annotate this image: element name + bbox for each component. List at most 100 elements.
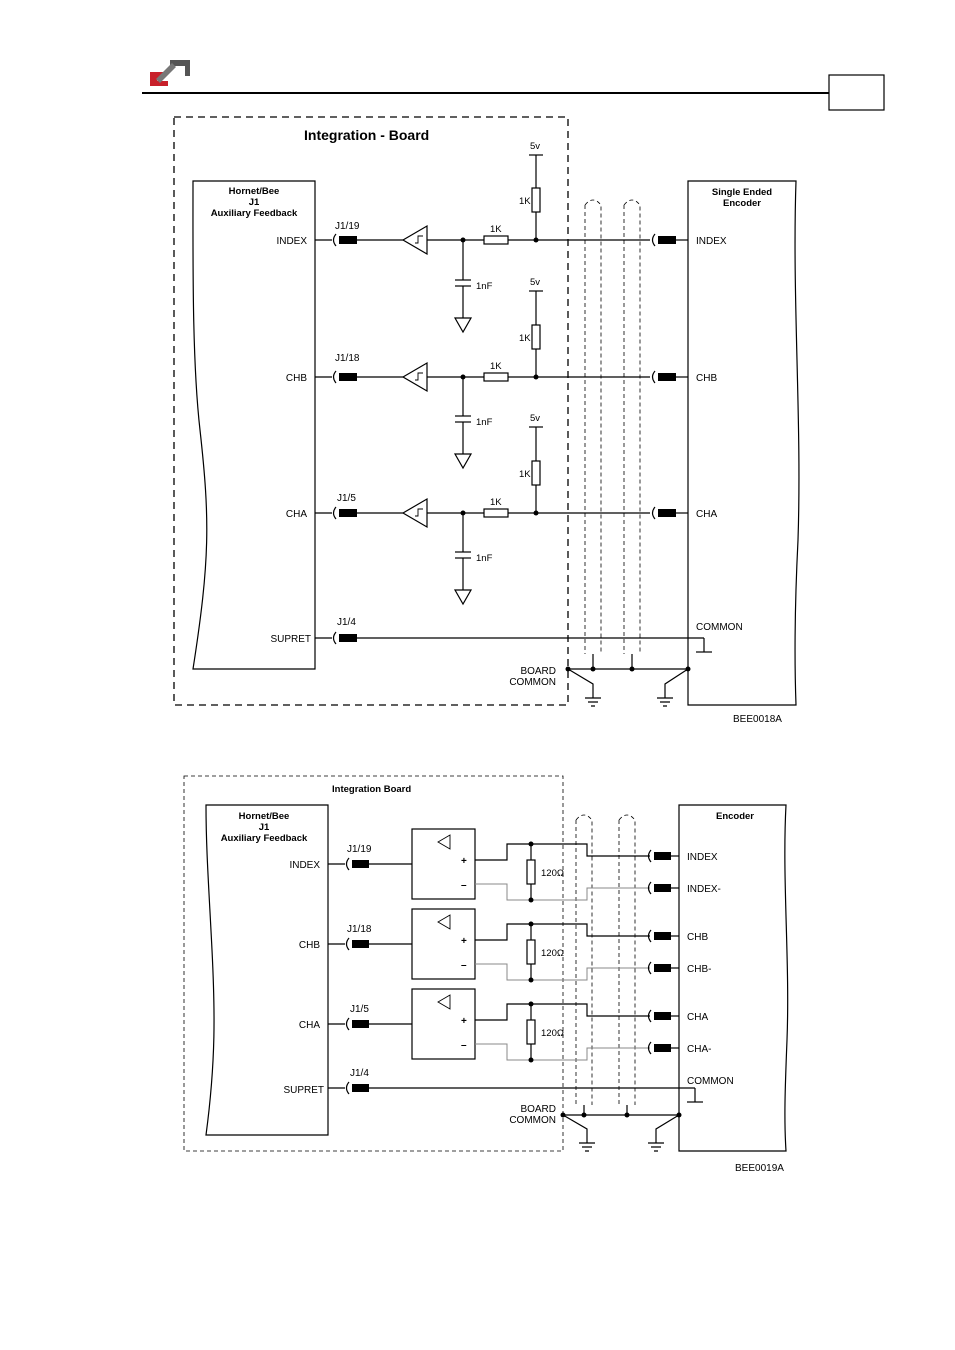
differential-receiver [411, 908, 476, 980]
resistor-label: 1K [490, 361, 502, 372]
drive-block-line-1: Hornet/Bee [239, 811, 290, 822]
figure-id: BEE0019A [735, 1163, 784, 1174]
diagram-single-ended: Integration - Board Hornet/Bee J1 Auxili… [173, 116, 800, 725]
pullup-voltage: 5v [530, 141, 540, 152]
board-common-line-1: BOARD [520, 666, 556, 677]
encoder-block [678, 804, 789, 1152]
channel-index: INDEX J1/19 1K 1K 5v 1nF [276, 141, 727, 334]
term-label: 120Ω [541, 948, 564, 959]
company-logo [150, 60, 190, 86]
encoder-pin-index: INDEX [687, 852, 718, 863]
channel-chb: CHB J1/18 1K 1K 5v 1nF [286, 277, 717, 470]
channel-cha: CHA J1/5 1K 1K 5v 1nF [286, 413, 717, 606]
schmitt-buffer [401, 497, 428, 529]
channel-index: INDEX J1/19 + – 120Ω INDEX INDEX- [289, 828, 721, 903]
plus-label: + [461, 936, 467, 947]
pin-label-j1-4: J1/4 [350, 1068, 369, 1079]
encoder-pin-index: INDEX [696, 236, 727, 247]
ground-symbol [453, 317, 473, 334]
page-number-box [828, 74, 885, 111]
board-title: Integration Board [332, 784, 411, 795]
minus-label: – [461, 1040, 467, 1051]
signal-label-index: INDEX [276, 236, 307, 247]
encoder-pin-cha: CHA [696, 509, 717, 520]
pullup-resistor-label: 1K [519, 333, 531, 344]
earth-ground-icon [657, 697, 673, 707]
term-label: 120Ω [541, 1028, 564, 1039]
cap-label: 1nF [476, 281, 493, 292]
cap-label: 1nF [476, 417, 493, 428]
pullup-resistor-label: 1K [519, 469, 531, 480]
board-common-line-2: COMMON [509, 677, 556, 688]
drive-block-line-3: Auxiliary Feedback [221, 833, 308, 844]
encoder-pin-chb: CHB [696, 373, 717, 384]
encoder-title: Encoder [716, 811, 754, 822]
schmitt-buffer [401, 224, 428, 256]
drive-block [192, 180, 316, 670]
encoder-block [687, 180, 800, 706]
integration-board-boundary [173, 116, 569, 706]
cap-label: 1nF [476, 553, 493, 564]
pin-label-j1-18: J1/18 [347, 924, 372, 935]
encoder-pin-cha-neg: CHA- [687, 1044, 711, 1055]
cable-shield-1 [584, 199, 602, 654]
encoder-pin-chb-neg: CHB- [687, 964, 711, 975]
figure-id: BEE0018A [733, 714, 782, 725]
board-common-line-1: BOARD [520, 1104, 556, 1115]
pullup-resistor-label: 1K [519, 196, 531, 207]
signal-label-chb: CHB [299, 940, 320, 951]
cable-shield-2 [618, 814, 636, 1105]
plus-label: + [461, 856, 467, 867]
pullup-voltage: 5v [530, 277, 540, 288]
encoder-common-label: COMMON [687, 1076, 734, 1087]
plus-label: + [461, 1016, 467, 1027]
resistor-label: 1K [490, 497, 502, 508]
signal-label-cha: CHA [286, 509, 307, 520]
pullup-resistor [531, 187, 541, 213]
drive-block [205, 804, 329, 1136]
earth-ground-icon [579, 1142, 595, 1152]
earth-ground-icon [585, 697, 601, 707]
pin-label-j1-5: J1/5 [337, 493, 356, 504]
integration-board-boundary [183, 775, 564, 1152]
pin-label-j1-18: J1/18 [335, 353, 360, 364]
signal-label-supret: SUPRET [283, 1085, 324, 1096]
cable-shield-1 [575, 814, 593, 1105]
encoder-pin-index-neg: INDEX- [687, 884, 721, 895]
term-label: 120Ω [541, 868, 564, 879]
resistor-label: 1K [490, 224, 502, 235]
earth-ground-icon [648, 1142, 664, 1152]
encoder-block-line-1: Single Ended [712, 187, 772, 198]
channel-cha: CHA J1/5 + – 120Ω CHA CHA- [299, 988, 711, 1063]
drive-block-line-3: Auxiliary Feedback [211, 208, 298, 219]
pin-label-j1-4: J1/4 [337, 617, 356, 628]
connector-pin [339, 236, 357, 244]
cable-shield-2 [623, 199, 641, 654]
pullup-voltage: 5v [530, 413, 540, 424]
channel-chb: CHB J1/18 + – 120Ω CHB CHB- [299, 908, 711, 983]
drive-block-line-2: J1 [259, 822, 270, 833]
pin-label-j1-19: J1/19 [335, 221, 360, 232]
pin-label-j1-19: J1/19 [347, 844, 372, 855]
diagram-differential: Integration Board Hornet/Bee J1 Auxiliar… [183, 775, 789, 1174]
signal-label-index: INDEX [289, 860, 320, 871]
drive-block-line-1: Hornet/Bee [229, 186, 280, 197]
minus-label: – [461, 880, 467, 891]
differential-receiver [411, 828, 476, 900]
termination-resistor [526, 859, 536, 885]
encoder-pin-chb: CHB [687, 932, 708, 943]
channel-supret: SUPRET J1/4 COMMON BOARD COMMON [270, 617, 743, 707]
drive-block-line-2: J1 [249, 197, 260, 208]
encoder-pin-cha: CHA [687, 1012, 708, 1023]
schmitt-buffer [401, 361, 428, 393]
board-common-line-2: COMMON [509, 1115, 556, 1126]
encoder-common-label: COMMON [696, 622, 743, 633]
minus-label: – [461, 960, 467, 971]
pin-label-j1-5: J1/5 [350, 1004, 369, 1015]
encoder-block-line-2: Encoder [723, 198, 761, 209]
signal-label-chb: CHB [286, 373, 307, 384]
signal-label-supret: SUPRET [270, 634, 311, 645]
differential-receiver [411, 988, 476, 1060]
